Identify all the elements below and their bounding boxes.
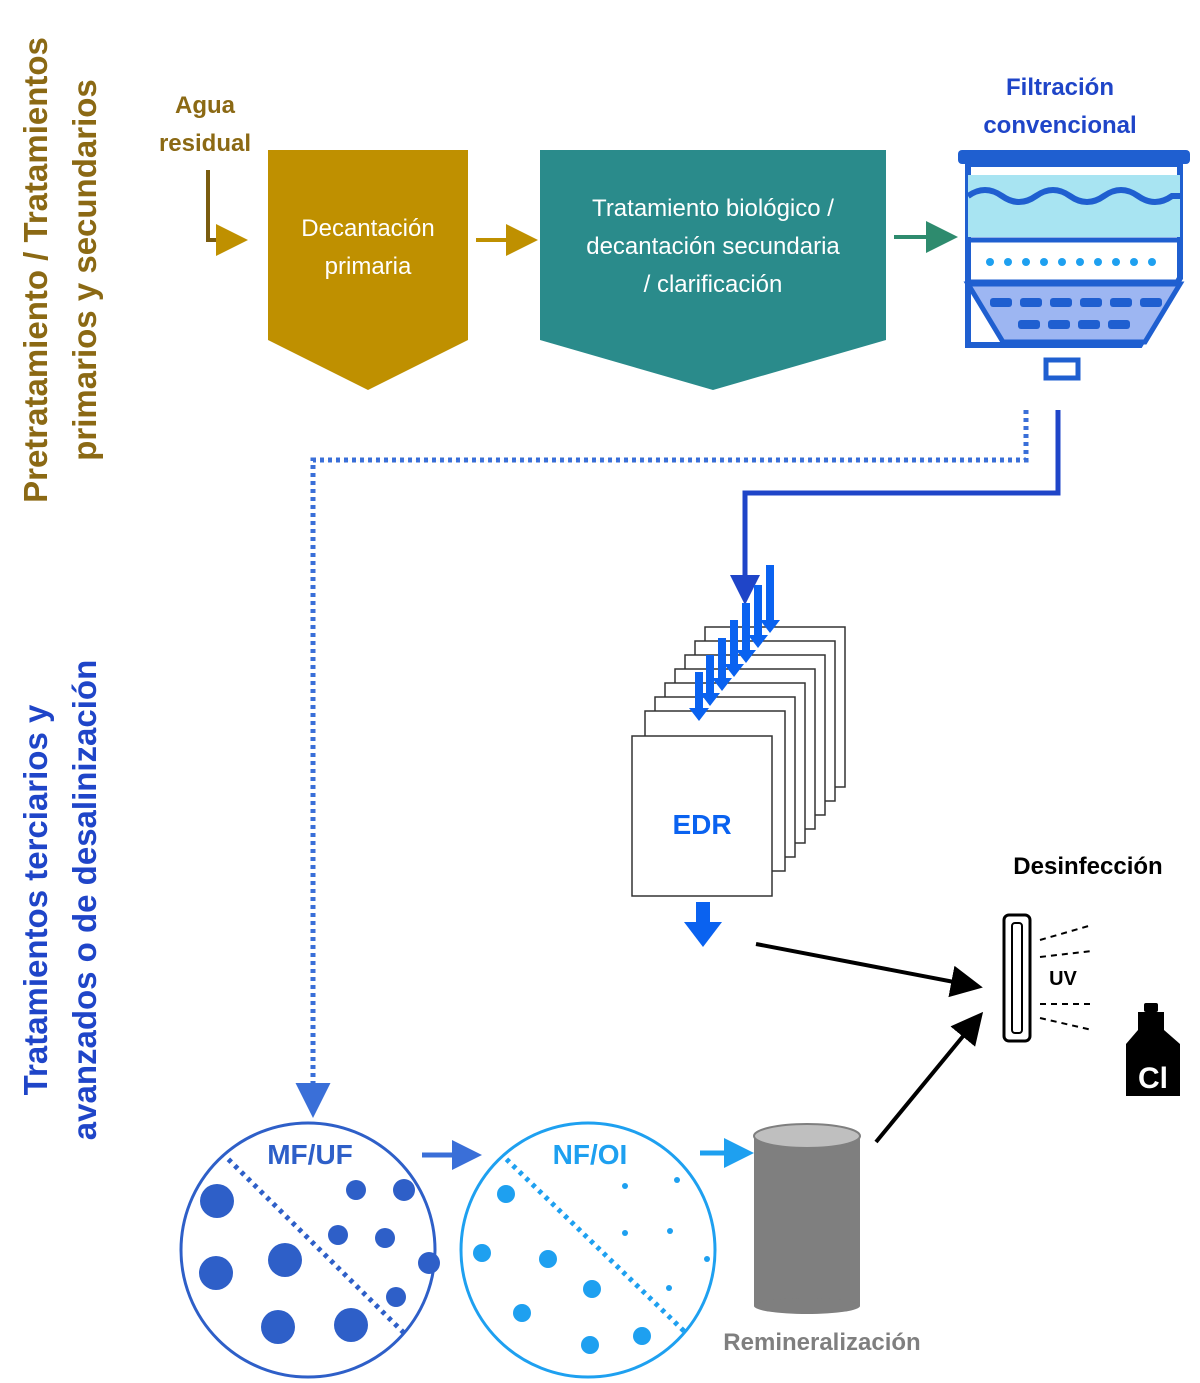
input-label-line1: Agua [175, 92, 236, 119]
edr-label: EDR [672, 809, 731, 840]
primary-decantation-stage: Decantación primaria [268, 150, 468, 390]
uv-label: UV [1049, 968, 1077, 990]
secondary-treatment-stage: Tratamiento biológico / decantación secu… [540, 150, 886, 390]
primary-decantation-line2: primaria [325, 253, 412, 280]
secondary-treatment-line1: Tratamiento biológico / [592, 195, 834, 222]
uv-lamp-icon: UV [1002, 913, 1093, 1043]
edr-output-arrow [684, 902, 722, 947]
arrow-remineralization-to-disinfection [874, 1011, 984, 1144]
side-label-bottom-line1: Tratamientos terciarios y [17, 704, 54, 1095]
nf-oi-particles [473, 1177, 710, 1354]
side-label-bottom-line2: avanzados o de desalinización [66, 660, 103, 1140]
side-label-top-line2: primarios y secundarios [66, 79, 103, 460]
filtration-label-line2: convencional [983, 112, 1136, 139]
side-label-bottom: Tratamientos terciarios y avanzados o de… [17, 660, 103, 1140]
mf-uf-membrane: MF/UF [179, 1121, 440, 1379]
arrow-filtration-to-edr [730, 410, 1061, 605]
primary-decantation-line1: Decantación [301, 215, 434, 242]
nf-oi-membrane: NF/OI [459, 1121, 717, 1379]
nf-oi-label: NF/OI [553, 1139, 628, 1170]
arrow-filtration-to-mfuf [295, 410, 1029, 1118]
arrow-edr-to-disinfection [755, 942, 983, 998]
mf-uf-label: MF/UF [267, 1139, 353, 1170]
cylinder-tank-icon [753, 1123, 861, 1314]
input-label-line2: residual [159, 130, 251, 157]
remineralization-label: Remineralización [723, 1329, 920, 1356]
secondary-treatment-line3: / clarificación [644, 271, 783, 298]
side-label-top-line1: Pretratamiento / Tratamientos [17, 37, 54, 503]
secondary-treatment-line2: decantación secundaria [586, 233, 840, 260]
filtration-label-line1: Filtración [1006, 74, 1114, 101]
input-arrow [206, 170, 248, 256]
edr-flow-arrows [689, 565, 780, 721]
side-label-top: Pretratamiento / Tratamientos primarios … [17, 37, 103, 503]
edr-stack: EDR [631, 565, 846, 897]
primary-decantation-shape [268, 150, 468, 390]
chlorine-label: Cl [1138, 1062, 1168, 1095]
mf-uf-particles [199, 1179, 440, 1344]
chlorine-bottle-icon: Cl [1126, 1003, 1180, 1096]
disinfection-label: Desinfección [1013, 853, 1162, 880]
filter-tank-icon [958, 150, 1190, 381]
secondary-treatment-shape [540, 150, 886, 390]
